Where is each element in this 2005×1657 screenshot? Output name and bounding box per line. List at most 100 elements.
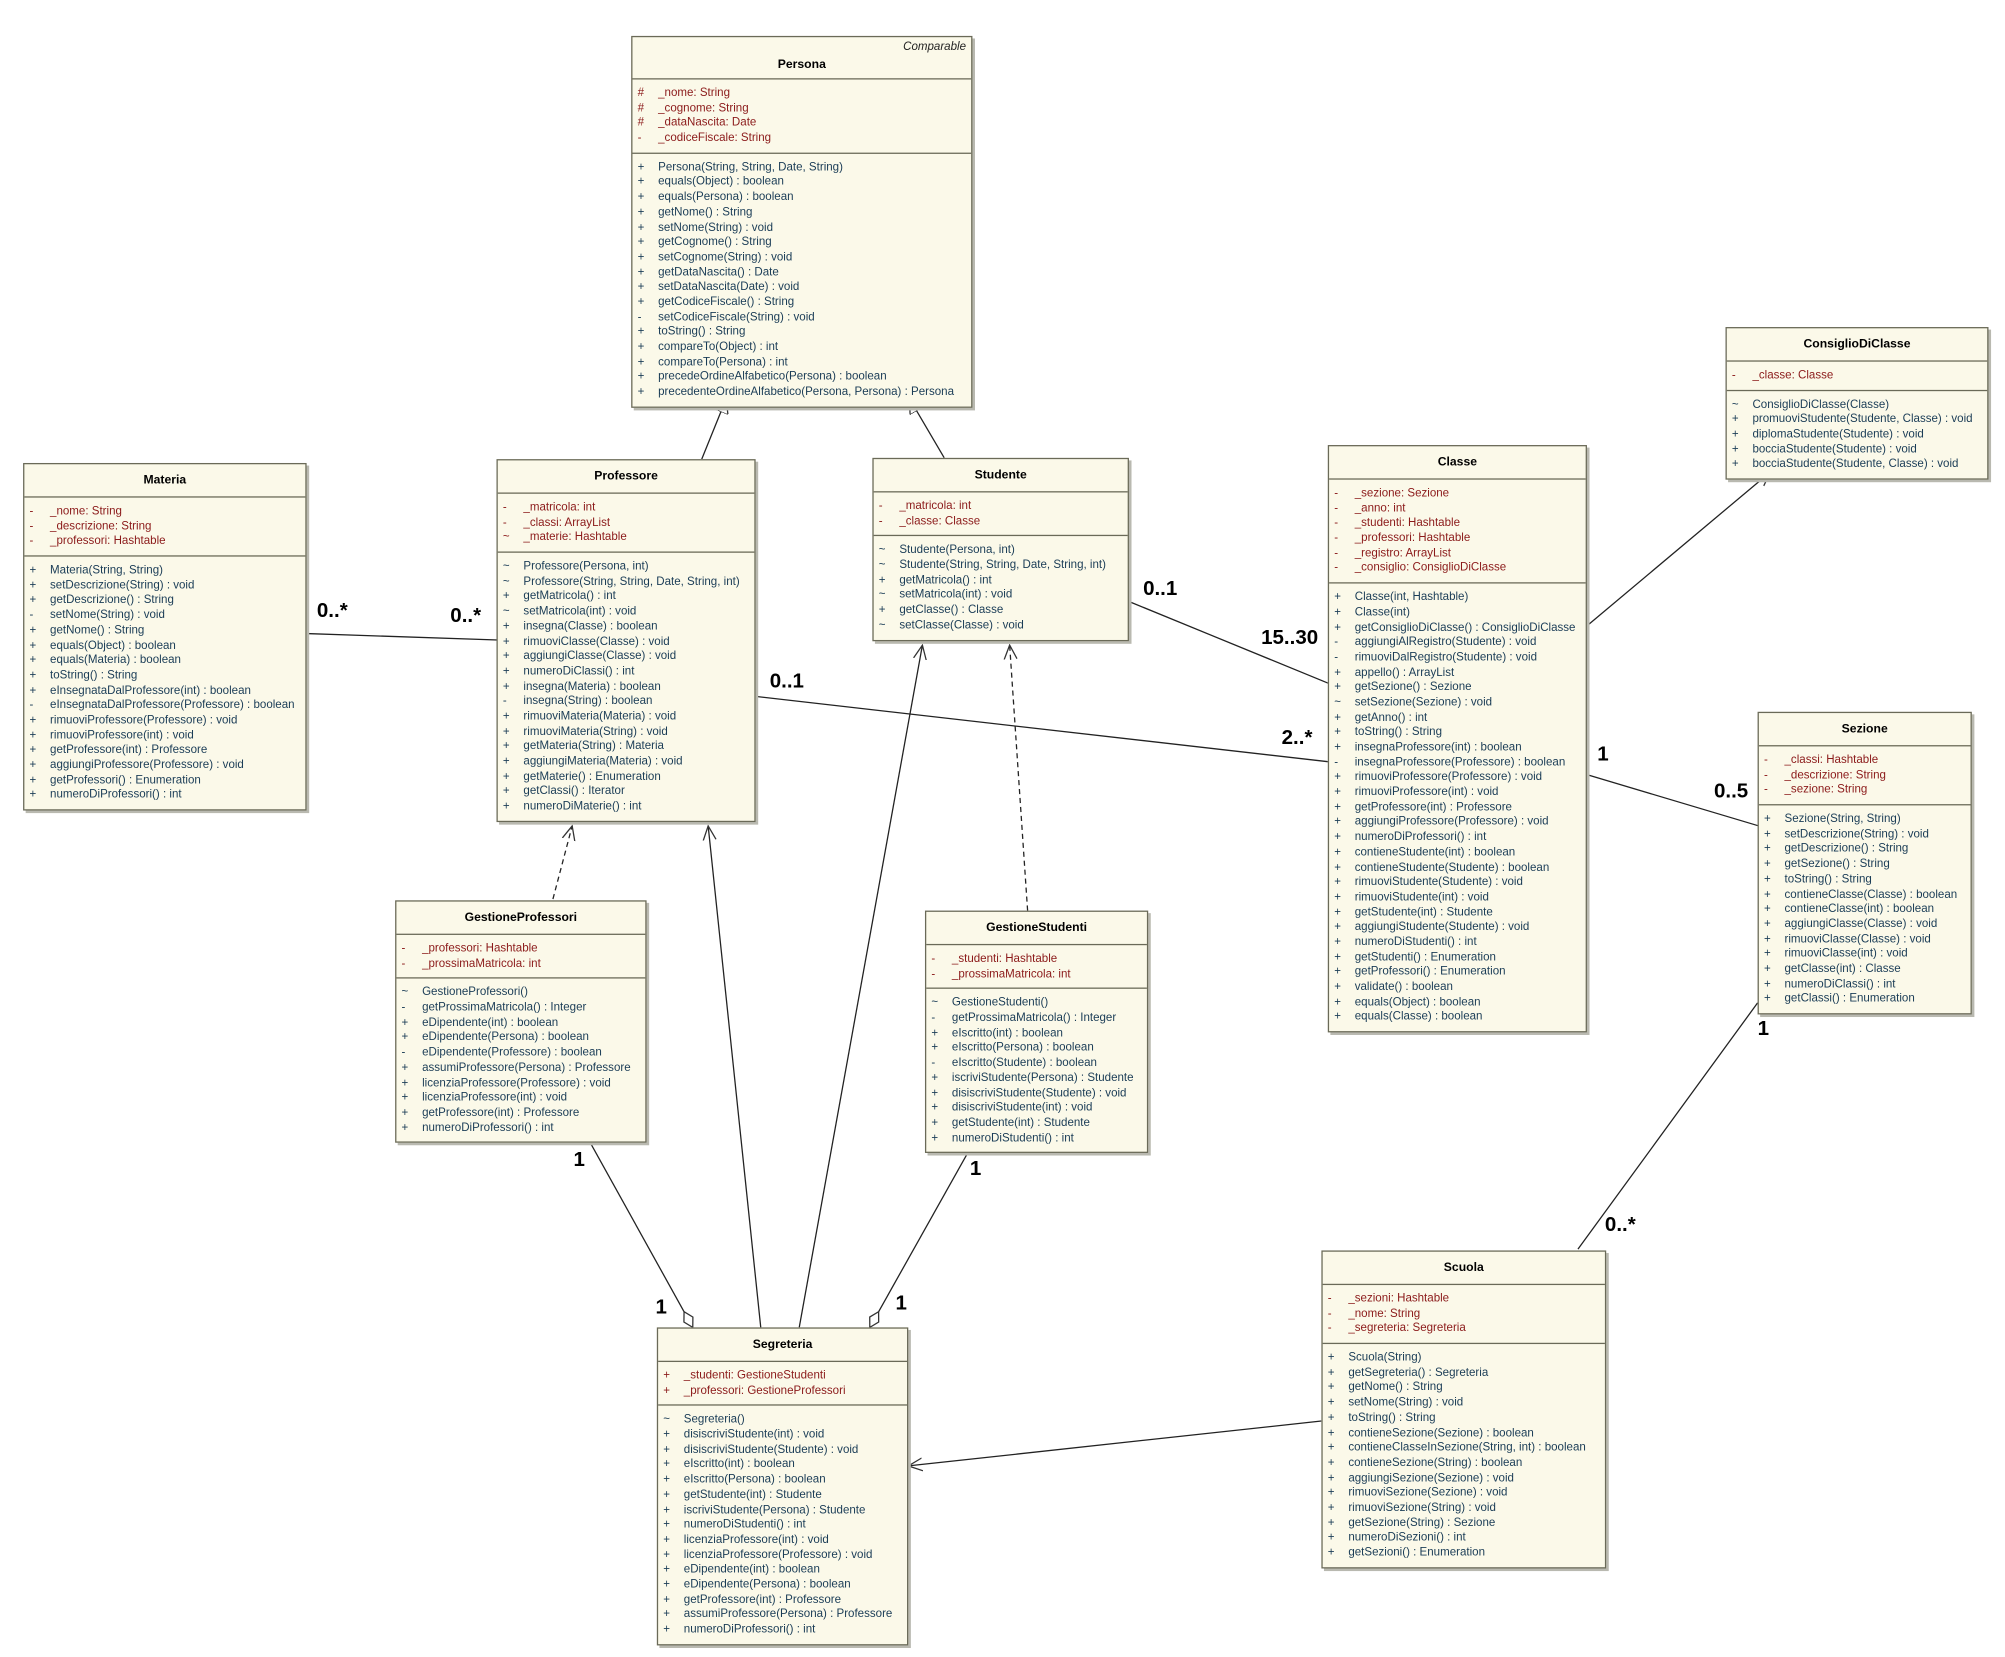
operation-row[interactable]: +aggiungiClasse(Classe) : void <box>1759 917 1971 932</box>
class-professore[interactable]: Professore-_matricola: int-_classi: Arra… <box>496 459 756 822</box>
operation-row[interactable]: +compareTo(Object) : int <box>632 340 971 355</box>
operation-row[interactable]: +numeroDiProfessori() : int <box>396 1120 645 1135</box>
operation-row[interactable]: +toString() : String <box>1323 1411 1605 1426</box>
operation-row[interactable]: ~ConsiglioDiClasse(Classe) <box>1727 397 1987 412</box>
operation-row[interactable]: +eIscritto(Persona) : boolean <box>658 1472 907 1487</box>
operation-row[interactable]: +getDataNascita() : Date <box>632 265 971 280</box>
operation-row[interactable]: +bocciaStudente(Studente, Classe) : void <box>1727 457 1987 472</box>
operation-row[interactable]: +numeroDiStudenti() : int <box>926 1131 1147 1146</box>
operation-row[interactable]: -rimuoviDalRegistro(Studente) : void <box>1329 650 1586 665</box>
attribute-row[interactable]: #_cognome: String <box>632 101 971 116</box>
attribute-row[interactable]: -_descrizione: String <box>24 519 305 534</box>
operation-row[interactable]: +compareTo(Persona) : int <box>632 355 971 370</box>
attribute-row[interactable]: -_codiceFiscale: String <box>632 131 971 146</box>
operation-row[interactable]: +aggiungiStudente(Studente) : void <box>1329 920 1586 935</box>
operation-row[interactable]: +getMateria(String) : Materia <box>498 739 755 754</box>
operation-row[interactable]: +getProfessori() : Enumeration <box>1329 965 1586 980</box>
operation-row[interactable]: +numeroDiClassi() : int <box>1759 977 1971 992</box>
class-materia[interactable]: Materia-_nome: String-_descrizione: Stri… <box>23 462 307 811</box>
operation-row[interactable]: +rimuoviMateria(Materia) : void <box>498 709 755 724</box>
operation-row[interactable]: +getStudente(int) : Studente <box>926 1116 1147 1131</box>
operation-row[interactable]: +numeroDiProfessori() : int <box>1329 830 1586 845</box>
operation-row[interactable]: ~setSezione(Sezione) : void <box>1329 695 1586 710</box>
operation-row[interactable]: +eIscritto(Persona) : boolean <box>926 1041 1147 1056</box>
operation-row[interactable]: ~Studente(String, String, Date, String, … <box>874 558 1128 573</box>
attribute-row[interactable]: ~_materie: Hashtable <box>498 530 755 545</box>
operation-row[interactable]: +validate() : boolean <box>1329 980 1586 995</box>
operation-row[interactable]: ~GestioneStudenti() <box>926 996 1147 1011</box>
operation-row[interactable]: +getClassi() : Iterator <box>498 784 755 799</box>
operation-row[interactable]: +getNome() : String <box>632 205 971 220</box>
operation-row[interactable]: +Classe(int) <box>1329 605 1586 620</box>
attribute-row[interactable]: +_professori: GestioneProfessori <box>658 1383 907 1398</box>
operation-row[interactable]: +getClasse() : Classe <box>874 603 1128 618</box>
operation-row[interactable]: +aggiungiSezione(Sezione) : void <box>1323 1470 1605 1485</box>
operation-row[interactable]: +contieneClasseInSezione(String, int) : … <box>1323 1440 1605 1455</box>
operation-row[interactable]: +numeroDiStudenti() : int <box>658 1517 907 1532</box>
attribute-row[interactable]: -_sezione: Sezione <box>1329 486 1586 501</box>
operation-row[interactable]: +rimuoviProfessore(int) : void <box>1329 785 1586 800</box>
operation-row[interactable]: +getStudenti() : Enumeration <box>1329 950 1586 965</box>
class-gestioneprofessori[interactable]: GestioneProfessori-_professori: Hashtabl… <box>395 900 647 1144</box>
operation-row[interactable]: +setDescrizione(String) : void <box>1759 827 1971 842</box>
operation-row[interactable]: +aggiungiProfessore(Professore) : void <box>1329 815 1586 830</box>
operation-row[interactable]: +numeroDiMaterie() : int <box>498 799 755 814</box>
operation-row[interactable]: +aggiungiProfessore(Professore) : void <box>24 758 305 773</box>
class-sezione[interactable]: Sezione-_classi: Hashtable-_descrizione:… <box>1757 711 1972 1015</box>
operation-row[interactable]: +setNome(String) : void <box>632 220 971 235</box>
attribute-row[interactable]: -_classe: Classe <box>874 514 1128 529</box>
operation-row[interactable]: +rimuoviProfessore(Professore) : void <box>1329 770 1586 785</box>
class-classe[interactable]: Classe-_sezione: Sezione-_anno: int-_stu… <box>1327 445 1587 1033</box>
operation-row[interactable]: +getStudente(int) : Studente <box>658 1487 907 1502</box>
operation-row[interactable]: +contieneSezione(String) : boolean <box>1323 1455 1605 1470</box>
operation-row[interactable]: +equals(Materia) : boolean <box>24 653 305 668</box>
operation-row[interactable]: +getProfessore(int) : Professore <box>1329 800 1586 815</box>
operation-row[interactable]: +Materia(String, String) <box>24 563 305 578</box>
operation-row[interactable]: +iscriviStudente(Persona) : Studente <box>926 1071 1147 1086</box>
operation-row[interactable]: -getProssimaMatricola() : Integer <box>926 1011 1147 1026</box>
operation-row[interactable]: +contieneStudente(int) : boolean <box>1329 845 1586 860</box>
operation-row[interactable]: +insegna(Materia) : boolean <box>498 679 755 694</box>
operation-row[interactable]: +iscriviStudente(Persona) : Studente <box>658 1502 907 1517</box>
operation-row[interactable]: +equals(Classe) : boolean <box>1329 1010 1586 1025</box>
operation-row[interactable]: +insegnaProfessore(int) : boolean <box>1329 740 1586 755</box>
operation-row[interactable]: +getSezione(String) : Sezione <box>1323 1515 1605 1530</box>
operation-row[interactable]: +getStudente(int) : Studente <box>1329 905 1586 920</box>
attribute-row[interactable]: -_registro: ArrayList <box>1329 546 1586 561</box>
operation-row[interactable]: +getProfessore(int) : Professore <box>24 743 305 758</box>
operation-row[interactable]: +Classe(int, Hashtable) <box>1329 590 1586 605</box>
operation-row[interactable]: +equals(Object) : boolean <box>24 638 305 653</box>
operation-row[interactable]: +getSezione() : Sezione <box>1329 680 1586 695</box>
attribute-row[interactable]: -_prossimaMatricola: int <box>396 956 645 971</box>
operation-row[interactable]: -eInsegnataDalProfessore(Professore) : b… <box>24 698 305 713</box>
attribute-row[interactable]: -_matricola: int <box>498 500 755 515</box>
attribute-row[interactable]: -_professori: Hashtable <box>396 941 645 956</box>
operation-row[interactable]: +setCognome(String) : void <box>632 250 971 265</box>
operation-row[interactable]: -getProssimaMatricola() : Integer <box>396 1000 645 1015</box>
operation-row[interactable]: +insegna(Classe) : boolean <box>498 619 755 634</box>
attribute-row[interactable]: -_classi: Hashtable <box>1759 753 1971 768</box>
operation-row[interactable]: ~setMatricola(int) : void <box>874 588 1128 603</box>
operation-row[interactable]: -eIscritto(Studente) : boolean <box>926 1056 1147 1071</box>
operation-row[interactable]: +getMaterie() : Enumeration <box>498 769 755 784</box>
operation-row[interactable]: +diplomaStudente(Studente) : void <box>1727 427 1987 442</box>
operation-row[interactable]: -aggiungiAlRegistro(Studente) : void <box>1329 635 1586 650</box>
operation-row[interactable]: +numeroDiClassi() : int <box>498 664 755 679</box>
attribute-row[interactable]: -_prossimaMatricola: int <box>926 967 1147 982</box>
attribute-row[interactable]: #_nome: String <box>632 86 971 101</box>
operation-row[interactable]: +eInsegnataDalProfessore(int) : boolean <box>24 683 305 698</box>
operation-row[interactable]: +eIscritto(int) : boolean <box>658 1457 907 1472</box>
operation-row[interactable]: +numeroDiStudenti() : int <box>1329 935 1586 950</box>
attribute-row[interactable]: -_matricola: int <box>874 499 1128 514</box>
operation-row[interactable]: +contieneSezione(Sezione) : boolean <box>1323 1425 1605 1440</box>
operation-row[interactable]: ~Professore(Persona, int) <box>498 559 755 574</box>
operation-row[interactable]: +Sezione(String, String) <box>1759 812 1971 827</box>
operation-row[interactable]: +numeroDiProfessori() : int <box>24 788 305 803</box>
operation-row[interactable]: +getDescrizione() : String <box>24 593 305 608</box>
operation-row[interactable]: +rimuoviStudente(Studente) : void <box>1329 875 1586 890</box>
operation-row[interactable]: +Scuola(String) <box>1323 1351 1605 1366</box>
operation-row[interactable]: +getProfessore(int) : Professore <box>396 1105 645 1120</box>
operation-row[interactable]: +eDipendente(Persona) : boolean <box>658 1577 907 1592</box>
operation-row[interactable]: +getSezioni() : Enumeration <box>1323 1545 1605 1560</box>
